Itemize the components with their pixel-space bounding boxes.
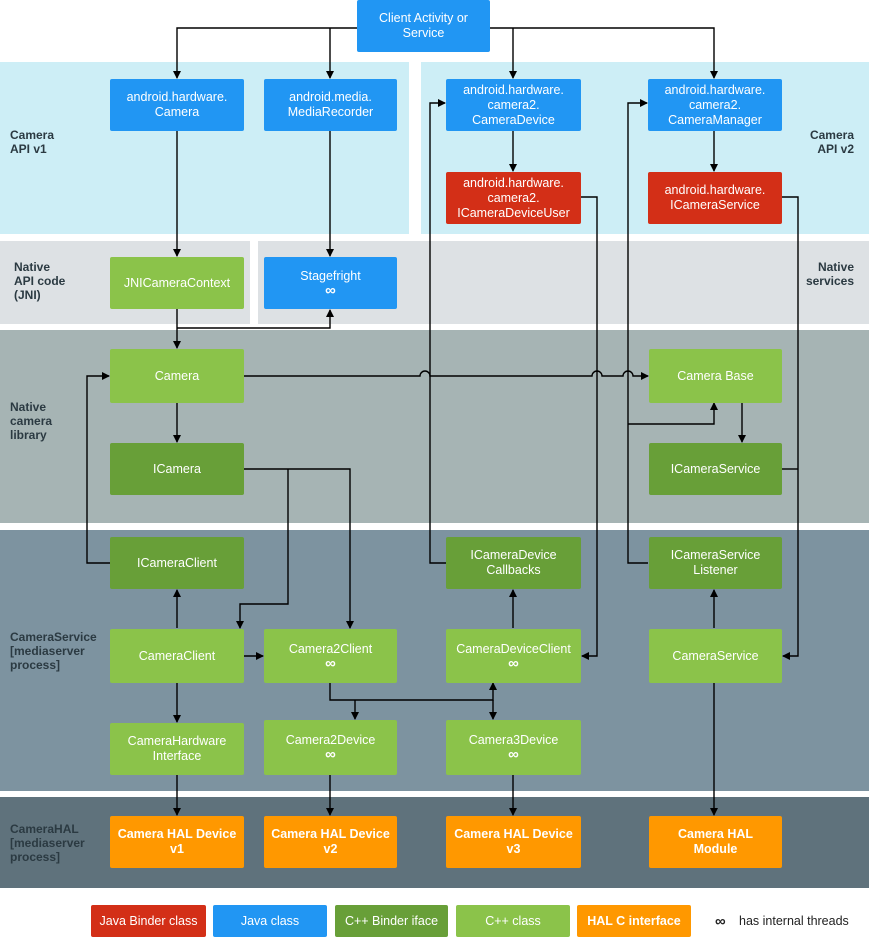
legend-java-binder: Java Binder class bbox=[91, 905, 206, 937]
camera-base-box: Camera Base bbox=[649, 349, 782, 403]
hal-module-box: Camera HAL Module bbox=[649, 816, 782, 868]
hal-v1-box: Camera HAL Device v1 bbox=[110, 816, 244, 868]
label-native-api: Native API code (JNI) bbox=[14, 260, 66, 302]
jni-context-box: JNICameraContext bbox=[110, 257, 244, 309]
label-native-services: Native services bbox=[805, 260, 854, 288]
legend-cpp-class: C++ class bbox=[456, 905, 570, 937]
media-recorder-box: android.media. MediaRecorder bbox=[264, 79, 397, 131]
camera-device-client-threads-icon: ∞ bbox=[508, 654, 519, 672]
camera2-device-threads-icon: ∞ bbox=[325, 746, 336, 763]
stagefright-threads-icon: ∞ bbox=[325, 281, 336, 299]
camera3-device-label: Camera3Device bbox=[468, 733, 559, 747]
legend-threads-icon: ∞ bbox=[715, 905, 726, 937]
camera-client-box: CameraClient bbox=[110, 629, 244, 683]
hw-camera-box: android.hardware. Camera bbox=[110, 79, 244, 131]
stagefright-label: Stagefright bbox=[300, 268, 361, 283]
camera2-device-box: android.hardware. camera2. CameraDevice bbox=[446, 79, 581, 131]
icamera-device-user-box: android.hardware. camera2. ICameraDevice… bbox=[446, 172, 581, 224]
label-camera-hal: CameraHAL [mediaserver process] bbox=[10, 822, 85, 864]
stagefright-box: Stagefright ∞ bbox=[264, 257, 397, 309]
camera2-device-box-cpp: Camera2Device ∞ bbox=[264, 720, 397, 775]
icamera-service-listener-box: ICameraService Listener bbox=[649, 537, 782, 589]
legend-threads: has internal threads bbox=[739, 914, 849, 928]
legend-cpp-binder: C++ Binder iface bbox=[335, 905, 448, 937]
hal-v3-box: Camera HAL Device v3 bbox=[446, 816, 581, 868]
icamera-device-callbacks-box: ICameraDevice Callbacks bbox=[446, 537, 581, 589]
camera3-device-box: Camera3Device ∞ bbox=[446, 720, 581, 775]
icamera-service-java-box: android.hardware. ICameraService bbox=[648, 172, 782, 224]
camera2-manager-box: android.hardware. camera2. CameraManager bbox=[648, 79, 782, 131]
camera2-device-label: Camera2Device bbox=[285, 733, 376, 747]
camera3-device-threads-icon: ∞ bbox=[508, 746, 519, 763]
icamera-client-box: ICameraClient bbox=[110, 537, 244, 589]
icamera-service-box: ICameraService bbox=[649, 443, 782, 495]
camera-native-box: Camera bbox=[110, 349, 244, 403]
label-camera-service: CameraService [mediaserver process] bbox=[10, 630, 97, 672]
camera-device-client-box: CameraDeviceClient ∞ bbox=[446, 629, 581, 683]
hal-v2-box: Camera HAL Device v2 bbox=[264, 816, 397, 868]
camera2-client-threads-icon: ∞ bbox=[325, 654, 336, 672]
label-native-lib: Native camera library bbox=[10, 400, 53, 442]
label-api-v1: Camera API v1 bbox=[10, 128, 55, 156]
camera-service-box: CameraService bbox=[649, 629, 782, 683]
icamera-box: ICamera bbox=[110, 443, 244, 495]
camera-device-client-label: CameraDeviceClient bbox=[456, 641, 571, 656]
client-activity-box: Client Activity or Service bbox=[357, 0, 490, 52]
legend-java-class: Java class bbox=[213, 905, 327, 937]
label-api-v2: Camera API v2 bbox=[809, 128, 854, 156]
legend-hal-c: HAL C interface bbox=[577, 905, 691, 937]
camera-hw-interface-box: CameraHardware Interface bbox=[110, 723, 244, 775]
legend-threads-symbol: ∞ bbox=[715, 912, 726, 930]
camera2-client-box: Camera2Client ∞ bbox=[264, 629, 397, 683]
camera2-client-label: Camera2Client bbox=[288, 641, 373, 656]
